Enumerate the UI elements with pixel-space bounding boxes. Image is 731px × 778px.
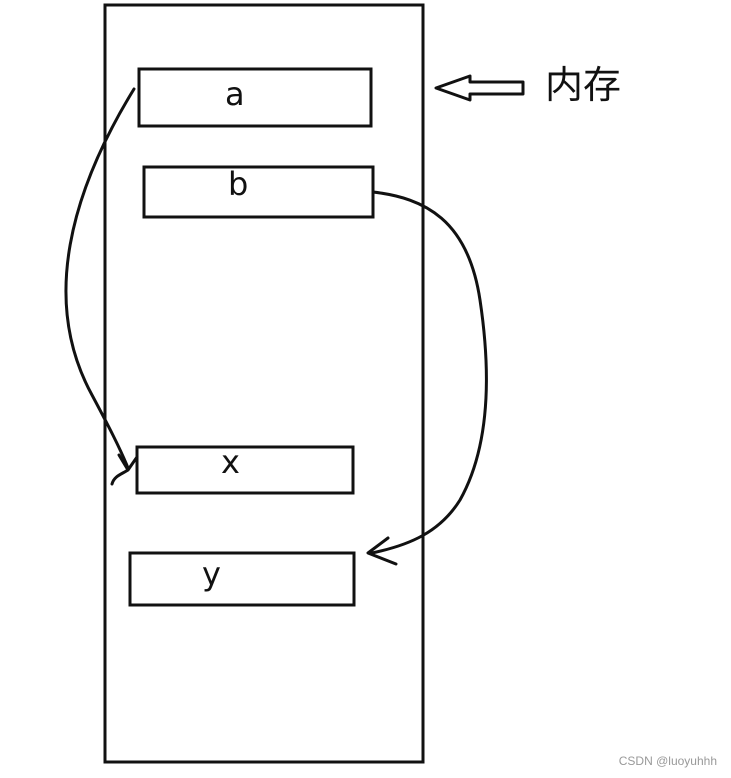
memory-block [103, 3, 425, 764]
memory-pointer-arrow [434, 74, 525, 102]
cell-y-box [128, 551, 356, 607]
memory-label: 内存 [545, 63, 622, 107]
watermark: CSDN @luoyuhhh [618, 754, 717, 768]
cell-a-label: a [225, 75, 245, 113]
arrow-a-to-x-head [110, 453, 139, 486]
arrow-b-to-y [370, 190, 488, 555]
cell-y-label: y [202, 555, 221, 593]
cell-a-box [137, 67, 373, 128]
arrow-a-to-x [64, 87, 136, 470]
cell-x-box [135, 445, 355, 495]
cell-b-label: b [228, 165, 249, 203]
arrow-b-to-y-head [366, 536, 398, 566]
cell-x-label: x [221, 443, 240, 481]
cell-b-box [142, 165, 375, 219]
